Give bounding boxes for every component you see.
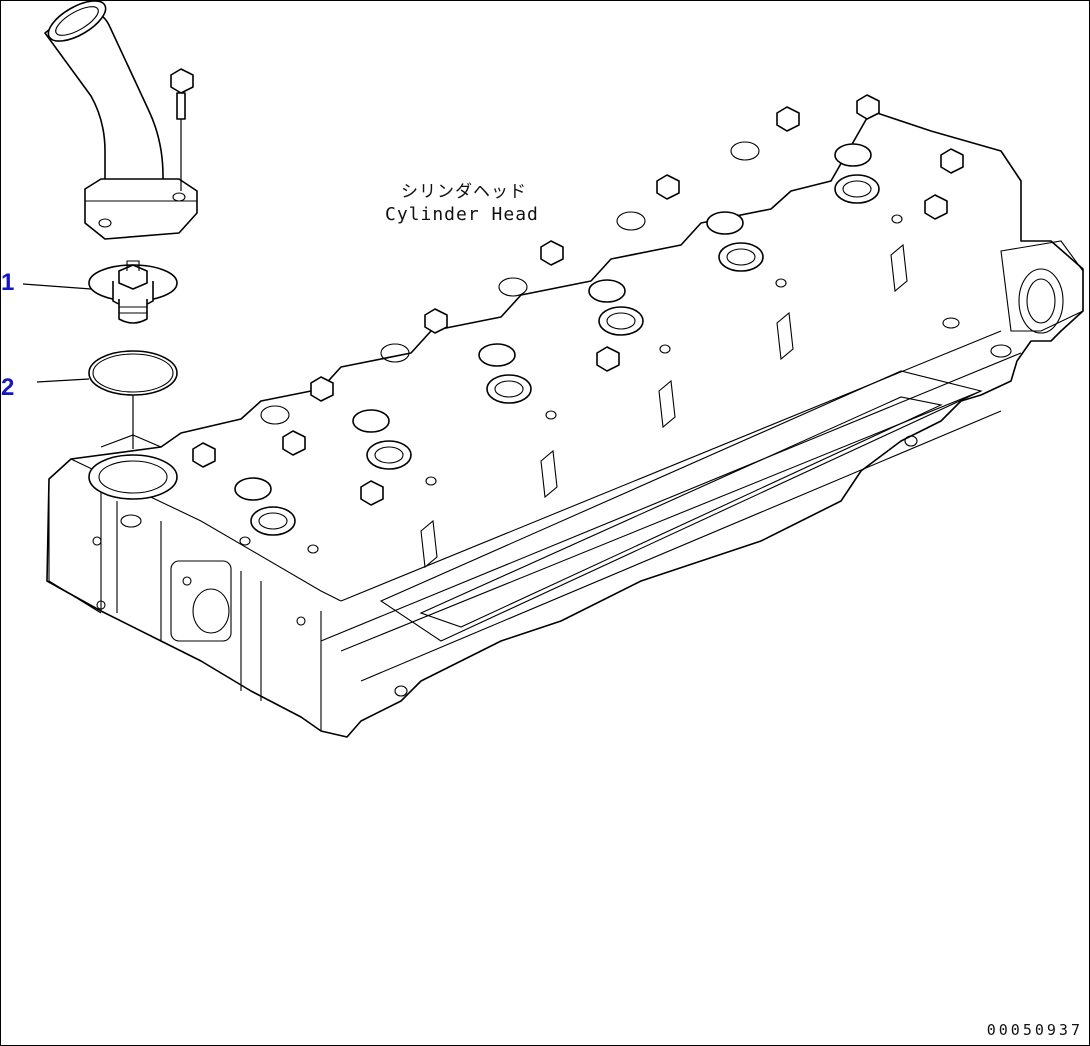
- mounting-holes: [239, 141, 918, 697]
- component-label-english: Cylinder Head: [385, 204, 539, 225]
- water-outlet-pipe: [44, 1, 198, 240]
- bolt: [170, 68, 194, 191]
- callout-2[interactable]: 2: [1, 374, 15, 401]
- valve-ports: [234, 143, 880, 536]
- thermostat-part: [22, 260, 178, 324]
- drawing-number: 00050937: [986, 1021, 1083, 1039]
- callout-1[interactable]: 1: [1, 269, 15, 296]
- cylinder-head: [46, 110, 1084, 738]
- o-ring-part: [36, 350, 178, 449]
- head-bolts: [192, 94, 964, 506]
- side-bosses: [420, 243, 908, 569]
- component-label-japanese: シリンダヘッド: [401, 182, 527, 202]
